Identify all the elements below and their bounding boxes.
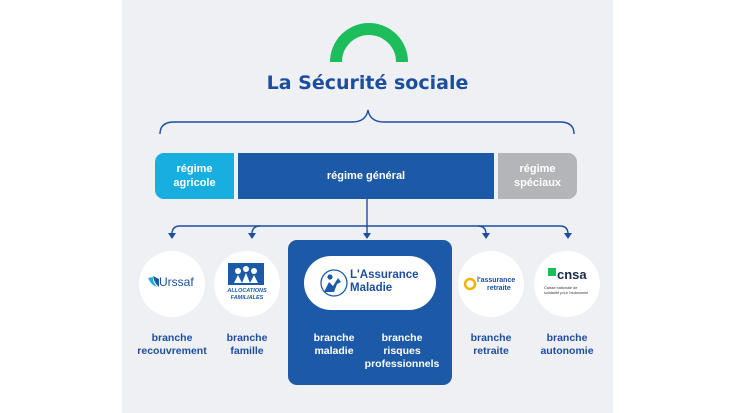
- cnsa-square-icon: [548, 268, 556, 276]
- retraite-logo-circle: l'assurance retraite: [458, 251, 524, 317]
- regime-agricole: régime agricole: [155, 153, 234, 199]
- arrow-retraite: [482, 233, 490, 239]
- arrow-maladie: [363, 233, 371, 239]
- cnsa-logo-text: cnsa: [557, 267, 587, 282]
- branche-autonomie-label: branche autonomie: [540, 332, 594, 357]
- retraite-logo-text-1: l'assurance: [477, 277, 516, 284]
- caf-emblem-icon: [228, 263, 264, 285]
- assurance-maladie-logo: L'Assurance Maladie: [304, 256, 436, 310]
- regime-speciaux: régime spéciaux: [498, 153, 577, 199]
- assurance-maladie-text: L'Assurance Maladie: [350, 269, 419, 294]
- curly-brace: [159, 109, 575, 135]
- branche-risques-label: branche risques professionnels: [364, 332, 440, 370]
- connector-famille: [251, 225, 261, 235]
- assurance-maladie-icon: [320, 269, 348, 297]
- cnsa-logo-subtext: Caisse nationale de solidarité pour l'au…: [544, 286, 589, 295]
- urssaf-icon: [148, 276, 159, 287]
- branche-maladie-label: branche maladie: [313, 332, 355, 357]
- arrow-famille: [248, 233, 256, 239]
- urssaf-logo-text: Urssaf: [159, 275, 194, 289]
- caf-logo-circle: ALLOCATIONS FAMILIALES: [214, 251, 280, 317]
- branche-recouvrement-label: branche recouvrement: [137, 332, 207, 357]
- assurance-retraite-icon: [463, 277, 477, 291]
- page-title: La Sécurité sociale: [266, 72, 469, 94]
- branche-retraite-label: branche retraite: [470, 332, 512, 357]
- connector-retraite: [477, 225, 487, 235]
- urssaf-logo-circle: Urssaf: [139, 251, 205, 317]
- green-arc-logo: [330, 23, 408, 63]
- branche-famille-label: branche famille: [226, 332, 268, 357]
- connector-horizontal: [171, 225, 569, 235]
- arrow-recouvrement: [168, 233, 176, 239]
- caf-logo-text: ALLOCATIONS FAMILIALES: [227, 288, 267, 301]
- retraite-logo-text-2: retraite: [487, 285, 511, 292]
- cnsa-logo-circle: cnsa Caisse nationale de solidarité pour…: [534, 251, 600, 317]
- regime-general: régime général: [238, 153, 494, 199]
- arrow-autonomie: [564, 233, 572, 239]
